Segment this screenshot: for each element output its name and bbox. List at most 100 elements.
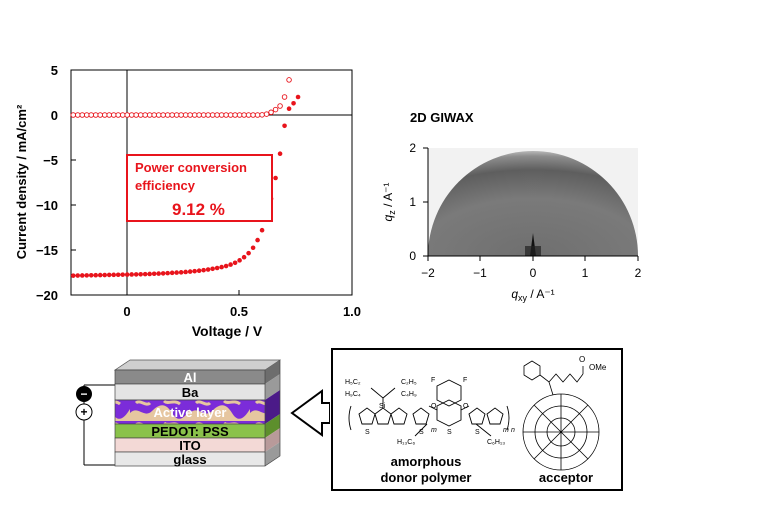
dark-current-point bbox=[142, 112, 148, 118]
jv-x-tick-label: 1.0 bbox=[343, 304, 361, 319]
illuminated-current-point bbox=[115, 272, 121, 278]
dark-current-point bbox=[268, 109, 274, 116]
device-stack: − + Al Ba Active layer PEDOT: PSS ITO gl… bbox=[75, 359, 330, 467]
dark-current-point bbox=[106, 112, 112, 118]
materials-box: H₅C₂ H₉C₄ C₂H₅ C₄H₉ Si F F O O S S S S H… bbox=[331, 348, 623, 491]
dark-current-point bbox=[110, 112, 117, 118]
dark-current-point bbox=[74, 112, 81, 118]
chem-label: S bbox=[419, 429, 424, 436]
dark-current-point bbox=[232, 112, 238, 118]
chem-label: H₅C₂ bbox=[345, 379, 361, 386]
pce-label-line1: Power conversion bbox=[135, 160, 247, 175]
dark-current-point bbox=[160, 112, 166, 118]
chem-label: O bbox=[431, 403, 437, 410]
dark-current-point bbox=[200, 112, 207, 118]
jv-x-tick-label: 0.5 bbox=[230, 304, 248, 319]
chem-label: C₂H₅ bbox=[401, 379, 417, 386]
dark-current-point bbox=[187, 112, 193, 118]
illuminated-current-point bbox=[124, 272, 130, 277]
layer-label-al: Al bbox=[184, 370, 197, 385]
dark-current-point bbox=[259, 112, 265, 118]
dark-current-point bbox=[97, 112, 103, 118]
dark-current-point bbox=[178, 112, 184, 118]
dark-current-point bbox=[236, 112, 243, 118]
dark-current-point bbox=[214, 112, 220, 118]
plus-terminal-sign: + bbox=[80, 405, 87, 419]
illuminated-current-point bbox=[120, 272, 126, 277]
dark-current-point bbox=[182, 112, 189, 118]
illuminated-current-point bbox=[282, 123, 287, 129]
chem-label: F bbox=[431, 377, 435, 384]
acceptor-label: acceptor bbox=[539, 470, 593, 485]
dark-current-point bbox=[205, 112, 211, 118]
illuminated-current-point bbox=[295, 94, 301, 100]
donor-label-line2: donor polymer bbox=[380, 470, 471, 485]
dark-current-point bbox=[196, 112, 202, 118]
illuminated-current-point bbox=[192, 268, 197, 274]
acceptor-structure bbox=[522, 360, 600, 471]
illuminated-current-point bbox=[88, 272, 94, 278]
illuminated-current-point bbox=[111, 272, 117, 278]
illuminated-current-point bbox=[169, 270, 175, 276]
dark-current-point bbox=[173, 112, 180, 118]
chem-label: m bbox=[503, 427, 509, 434]
jv-y-tick-label: −15 bbox=[36, 243, 58, 258]
jv-y-tick-label: 5 bbox=[51, 63, 58, 78]
illuminated-current-point bbox=[93, 272, 99, 278]
illuminated-current-point bbox=[259, 227, 265, 233]
giwaxs-beam-center bbox=[525, 246, 541, 256]
illuminated-current-point bbox=[133, 272, 139, 277]
giwaxs-x-tick-label: 2 bbox=[635, 266, 642, 280]
chem-label: m bbox=[431, 427, 437, 434]
jv-x-axis-label: Voltage / V bbox=[192, 323, 263, 339]
jv-y-ticks bbox=[71, 69, 76, 296]
layer-label-ito: ITO bbox=[179, 438, 200, 453]
giwaxs-title: 2D GIWAX bbox=[410, 110, 474, 125]
jv-y-axis-label: Current density / mA/cm² bbox=[14, 104, 29, 259]
dark-current-point bbox=[79, 112, 85, 118]
dark-current-point bbox=[191, 112, 198, 118]
plus-terminal bbox=[75, 403, 93, 421]
illuminated-current-point bbox=[210, 266, 215, 272]
giwaxs-figure: 2D GIWAX −2 −1 0 1 2 2 1 0 qxy / A⁻¹ qz … bbox=[381, 110, 642, 303]
illuminated-current-point bbox=[196, 268, 202, 274]
illuminated-current-point bbox=[165, 270, 170, 276]
giwaxs-y-tick-label: 0 bbox=[409, 249, 416, 263]
giwaxs-y-axis-label: qz / A⁻¹ bbox=[381, 183, 397, 222]
dark-current-point bbox=[281, 94, 288, 100]
dark-current-point bbox=[169, 112, 175, 118]
dark-current-point bbox=[241, 112, 247, 118]
dark-current-point bbox=[128, 112, 135, 118]
giwaxs-y-tick-label: 2 bbox=[409, 141, 416, 155]
dark-current-point bbox=[227, 112, 234, 118]
dark-current-point bbox=[286, 77, 292, 83]
dark-current-point bbox=[151, 112, 157, 118]
chem-label: O bbox=[463, 403, 469, 410]
jv-data-points bbox=[70, 77, 301, 278]
illuminated-current-point bbox=[178, 270, 184, 275]
chem-label: O bbox=[579, 355, 585, 364]
giwaxs-y-tick-label: 1 bbox=[409, 195, 416, 209]
dark-current-point bbox=[146, 112, 153, 118]
dark-current-point bbox=[263, 111, 270, 117]
dark-current-point bbox=[254, 112, 261, 118]
pce-label-line2: efficiency bbox=[135, 178, 196, 193]
illuminated-current-point bbox=[147, 271, 152, 277]
jv-chart: 5 0 −5 −10 −15 −20 0 0.5 1.0 Voltage / V… bbox=[14, 63, 361, 339]
materials-frame bbox=[331, 348, 623, 491]
pce-value: 9.12 % bbox=[172, 200, 225, 219]
illuminated-current-point bbox=[201, 267, 206, 273]
illuminated-current-point bbox=[241, 254, 247, 260]
dark-current-point bbox=[119, 112, 126, 118]
layer-label-glass: glass bbox=[173, 452, 206, 467]
dark-current-point bbox=[92, 112, 99, 118]
jv-y-tick-label: −10 bbox=[36, 198, 58, 213]
chem-label: OMe bbox=[589, 363, 607, 372]
dark-current-point bbox=[223, 112, 229, 118]
jv-x-ticks bbox=[126, 290, 353, 295]
illuminated-current-point bbox=[160, 271, 166, 276]
chem-label: H₉C₄ bbox=[345, 391, 361, 398]
dark-current-point bbox=[164, 112, 171, 118]
layer-label-active: Active layer bbox=[154, 405, 227, 420]
dark-current-point bbox=[155, 112, 162, 118]
